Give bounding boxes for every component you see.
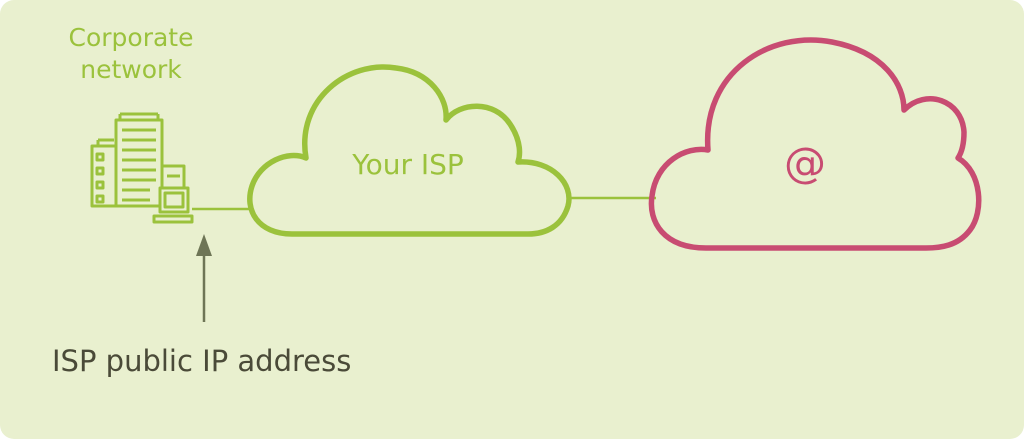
internet-cloud-label: @	[784, 138, 826, 187]
isp-cloud-shape	[247, 64, 572, 237]
corporate-network-label: Corporate network	[40, 22, 222, 86]
ip-annotation-arrow	[196, 234, 212, 322]
isp-public-ip-label: ISP public IP address	[52, 344, 352, 378]
internet-cloud-shape	[648, 37, 982, 251]
corporate-network-label-line2: network	[80, 55, 182, 84]
office-building-icon	[90, 112, 194, 224]
isp-cloud-label: Your ISP	[352, 148, 464, 181]
corporate-network-label-line1: Corporate	[68, 23, 194, 52]
